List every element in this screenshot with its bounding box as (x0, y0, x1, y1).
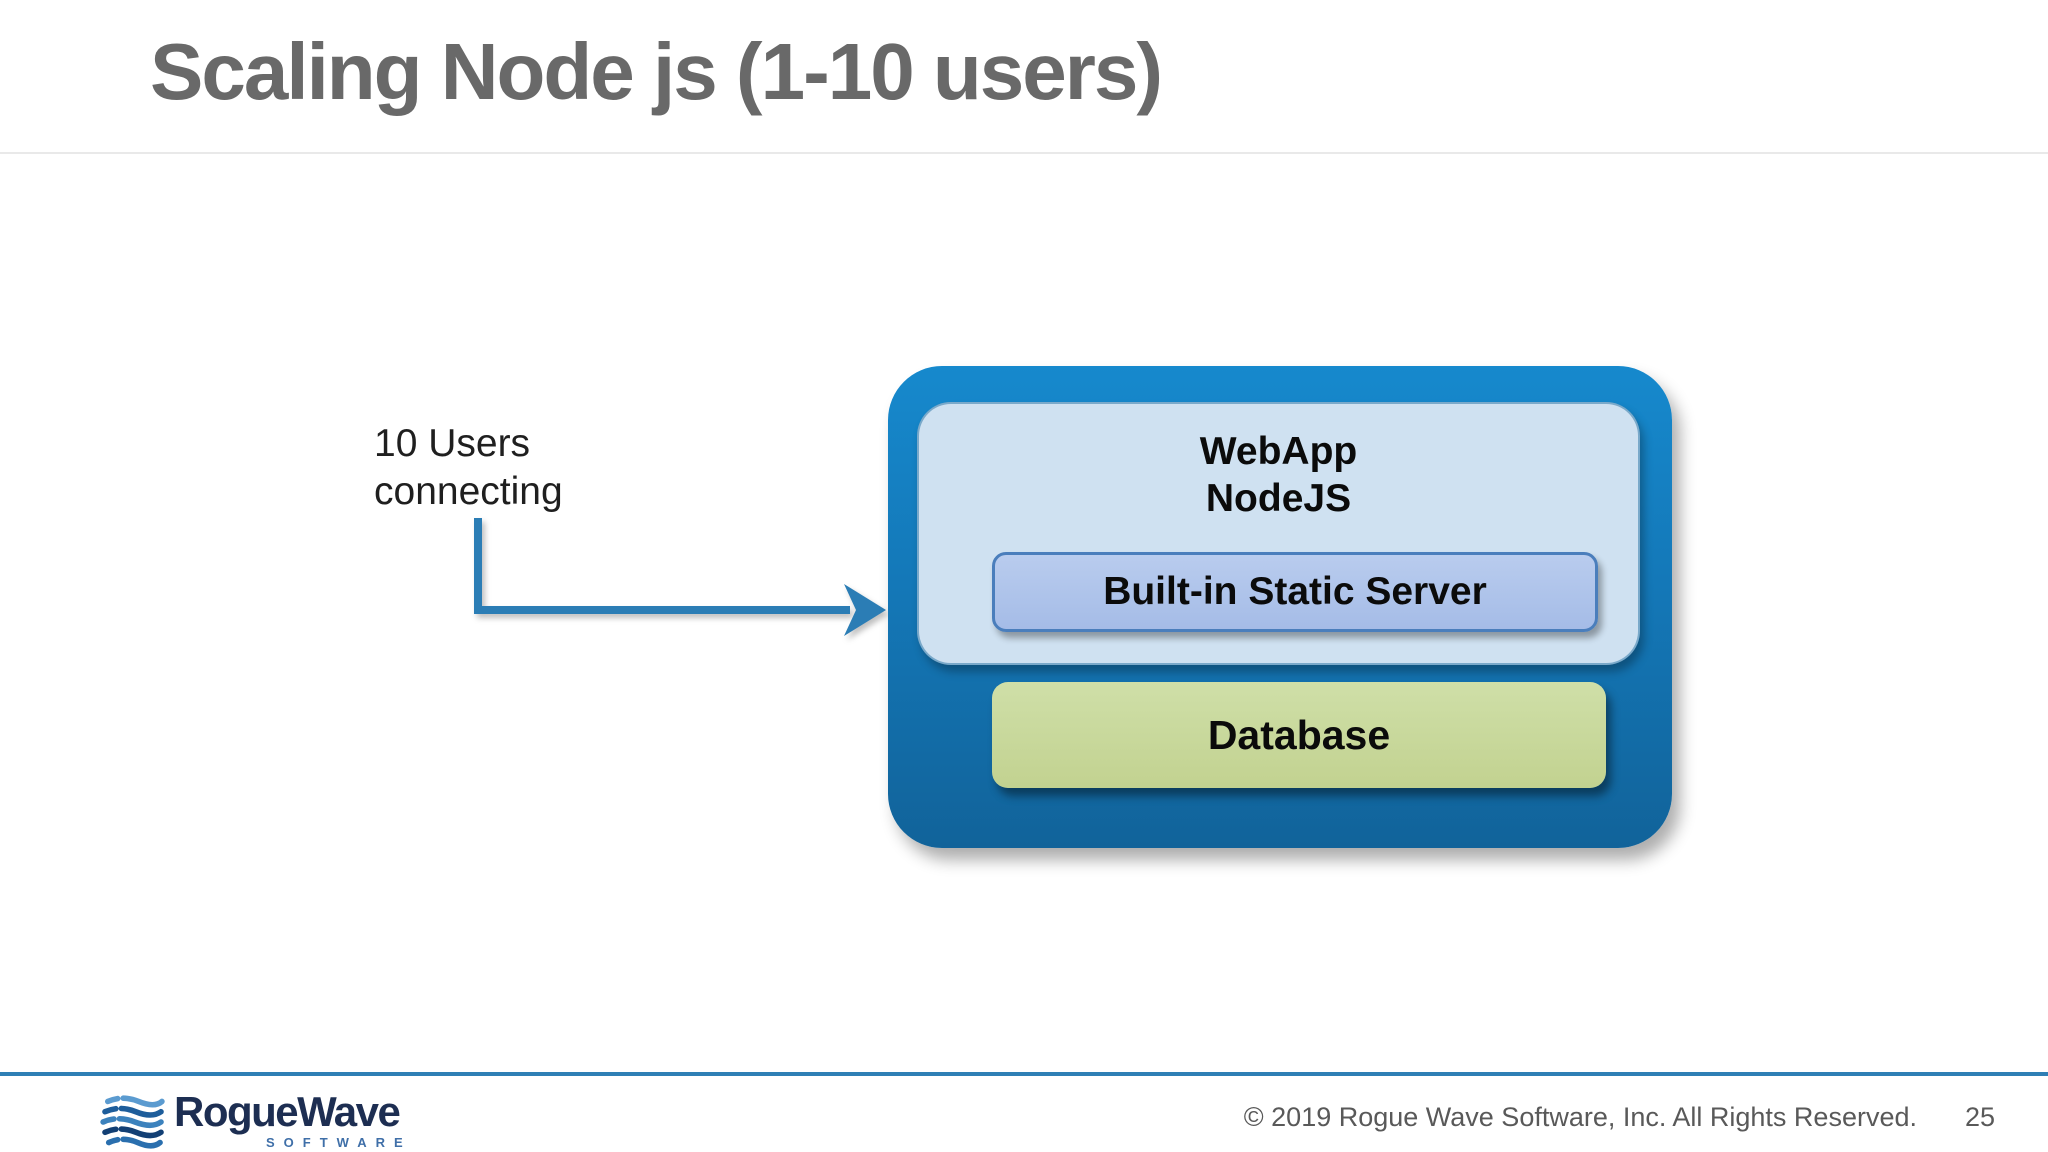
builtin-static-server-label: Built-in Static Server (1103, 570, 1487, 613)
users-connecting-label: 10 Users connecting (374, 420, 563, 516)
footer-divider (0, 1072, 2048, 1076)
footer-page-number: 25 (1964, 1102, 1995, 1132)
webapp-title-line1: WebApp (1199, 430, 1358, 473)
footer-copyright: © 2019 Rogue Wave Software, Inc. All Rig… (1243, 1102, 1917, 1132)
webapp-title-line2: NodeJS (1205, 477, 1352, 520)
webapp-nodejs-panel: WebApp NodeJS Built-in Static Server (917, 402, 1640, 665)
logo-brand-name: RogueWave (174, 1088, 401, 1135)
database-label: Database (1207, 711, 1391, 758)
rogue-wave-logo-text: RogueWave SOFTWARE (174, 1088, 412, 1151)
users-connecting-line1: 10 Users (374, 422, 531, 465)
title-divider (0, 152, 2048, 154)
rogue-wave-logo: RogueWave SOFTWARE (100, 1090, 412, 1150)
page-title: Scaling Node js (1-10 users) (150, 27, 1163, 116)
users-connecting-line2: connecting (374, 470, 563, 513)
logo-brand-subtext: SOFTWARE (266, 1135, 412, 1150)
server-container-box: WebApp NodeJS Built-in Static Server Dat… (888, 366, 1672, 848)
builtin-static-server-box: Built-in Static Server (992, 552, 1598, 632)
database-box: Database (992, 682, 1606, 788)
webapp-nodejs-title: WebApp NodeJS (919, 428, 1638, 522)
rogue-wave-logo-icon (100, 1095, 165, 1149)
